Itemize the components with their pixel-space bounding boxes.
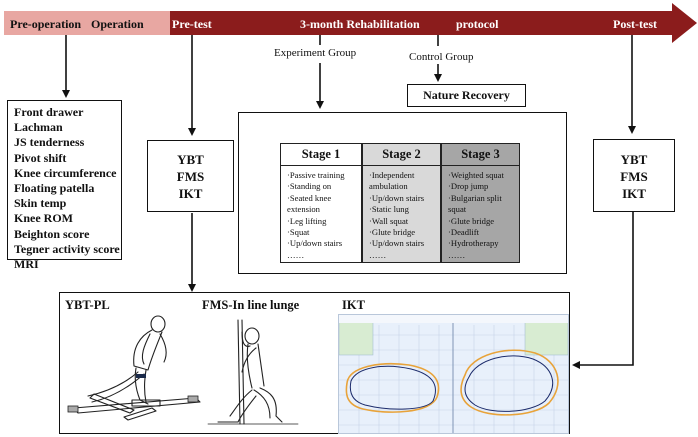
ikt-title: IKT [342,298,365,312]
list-item: ·Glute bridge [369,227,416,238]
list-item: ·Squat [287,227,310,238]
fms-title: FMS-In line lunge [202,298,300,312]
stage-1-list: ·Passive training ·Standing on ·Seated k… [287,170,361,261]
fms-lunge-illustration [207,319,299,425]
list-item: MRI [14,257,39,272]
stage-2-card: Stage 2 ·Independent ambulation ·Up/down… [362,143,441,263]
list-item: Skin temp [14,196,67,211]
post-test-item: YBT [620,152,648,167]
ybt-pl-illustration [67,315,201,421]
list-item: Pivot shift [14,150,67,165]
phase-post-test: Post-test [613,17,657,31]
list-item: Beighton score [14,226,90,241]
list-item: ·Seated knee extension [287,192,332,215]
stage-1-title: Stage 1 [281,144,361,166]
list-item: …… [287,249,305,260]
list-item: Knee circumference [14,165,117,180]
list-item: ·Static lung [369,204,409,215]
stage-3-list: ·Weighted squat ·Drop jump ·Bulgarian sp… [448,170,519,261]
experiment-group-label: Experiment Group [274,47,357,59]
pre-test-box: YBT FMS IKT [147,140,234,212]
list-item: Lachman [14,120,63,135]
post-test-box: YBT FMS IKT [593,139,675,212]
list-item: …… [448,249,466,260]
pre-test-item: YBT [177,152,204,167]
list-item: ·Drop jump [448,181,489,192]
stage-2-title: Stage 2 [363,144,440,166]
list-item: ·Deadlift [448,227,480,238]
timeline-pre-operation-segment [4,11,170,35]
ikt-chart-plot [339,315,568,433]
pre-operation-assessment-box: Front drawer Lachman JS tenderness Pivot… [7,100,122,271]
phase-rehabilitation: 3-month Rehabilitation [300,17,420,31]
list-item: ·Bulgarian split squat [448,192,502,215]
pre-operation-list: Front drawer Lachman JS tenderness Pivot… [14,105,120,272]
stage-3-title: Stage 3 [442,144,519,166]
arrow-post-test-to-tests [572,212,634,369]
phase-protocol: protocol [456,17,499,31]
ikt-chart [338,314,569,434]
nature-recovery-box: Nature Recovery [407,84,526,107]
list-item: ·Passive training [287,170,345,180]
list-item: ·Leg lifting [287,215,327,226]
list-item: JS tenderness [14,135,85,150]
phase-pre-test: Pre-test [172,17,212,31]
timeline-arrow [4,3,697,43]
post-test-item: IKT [622,186,646,201]
stage-3-card: Stage 3 ·Weighted squat ·Drop jump ·Bulg… [441,143,520,263]
list-item: ·Glute bridge [448,215,495,226]
list-item: ·Wall squat [369,215,409,226]
stage-2-list: ·Independent ambulation ·Up/down stairs … [369,170,440,261]
list-item: ·Up/down stairs [369,238,425,249]
ybt-pl-title: YBT-PL [65,298,110,312]
pre-test-item: FMS [176,169,205,184]
list-item: Front drawer [14,105,84,119]
list-item: ·Up/down stairs [287,238,343,249]
stage-1-card: Stage 1 ·Passive training ·Standing on ·… [280,143,362,263]
phase-operation: Operation [91,17,144,31]
phase-pre-operation: Pre-operation [10,17,82,31]
control-group-label: Control Group [409,51,474,63]
list-item: ·Hydrotherapy [448,238,499,249]
list-item: …… [369,249,387,260]
list-item: Floating patella [14,181,95,196]
list-item: ·Independent ambulation [369,170,415,192]
pre-test-item: IKT [178,186,203,201]
list-item: ·Up/down stairs [369,192,425,203]
list-item: ·Weighted squat [448,170,504,180]
list-item: Knee ROM [14,211,73,226]
list-item: ·Standing on [287,181,332,192]
list-item: Tegner activity score [14,241,120,256]
post-test-item: FMS [620,169,648,184]
